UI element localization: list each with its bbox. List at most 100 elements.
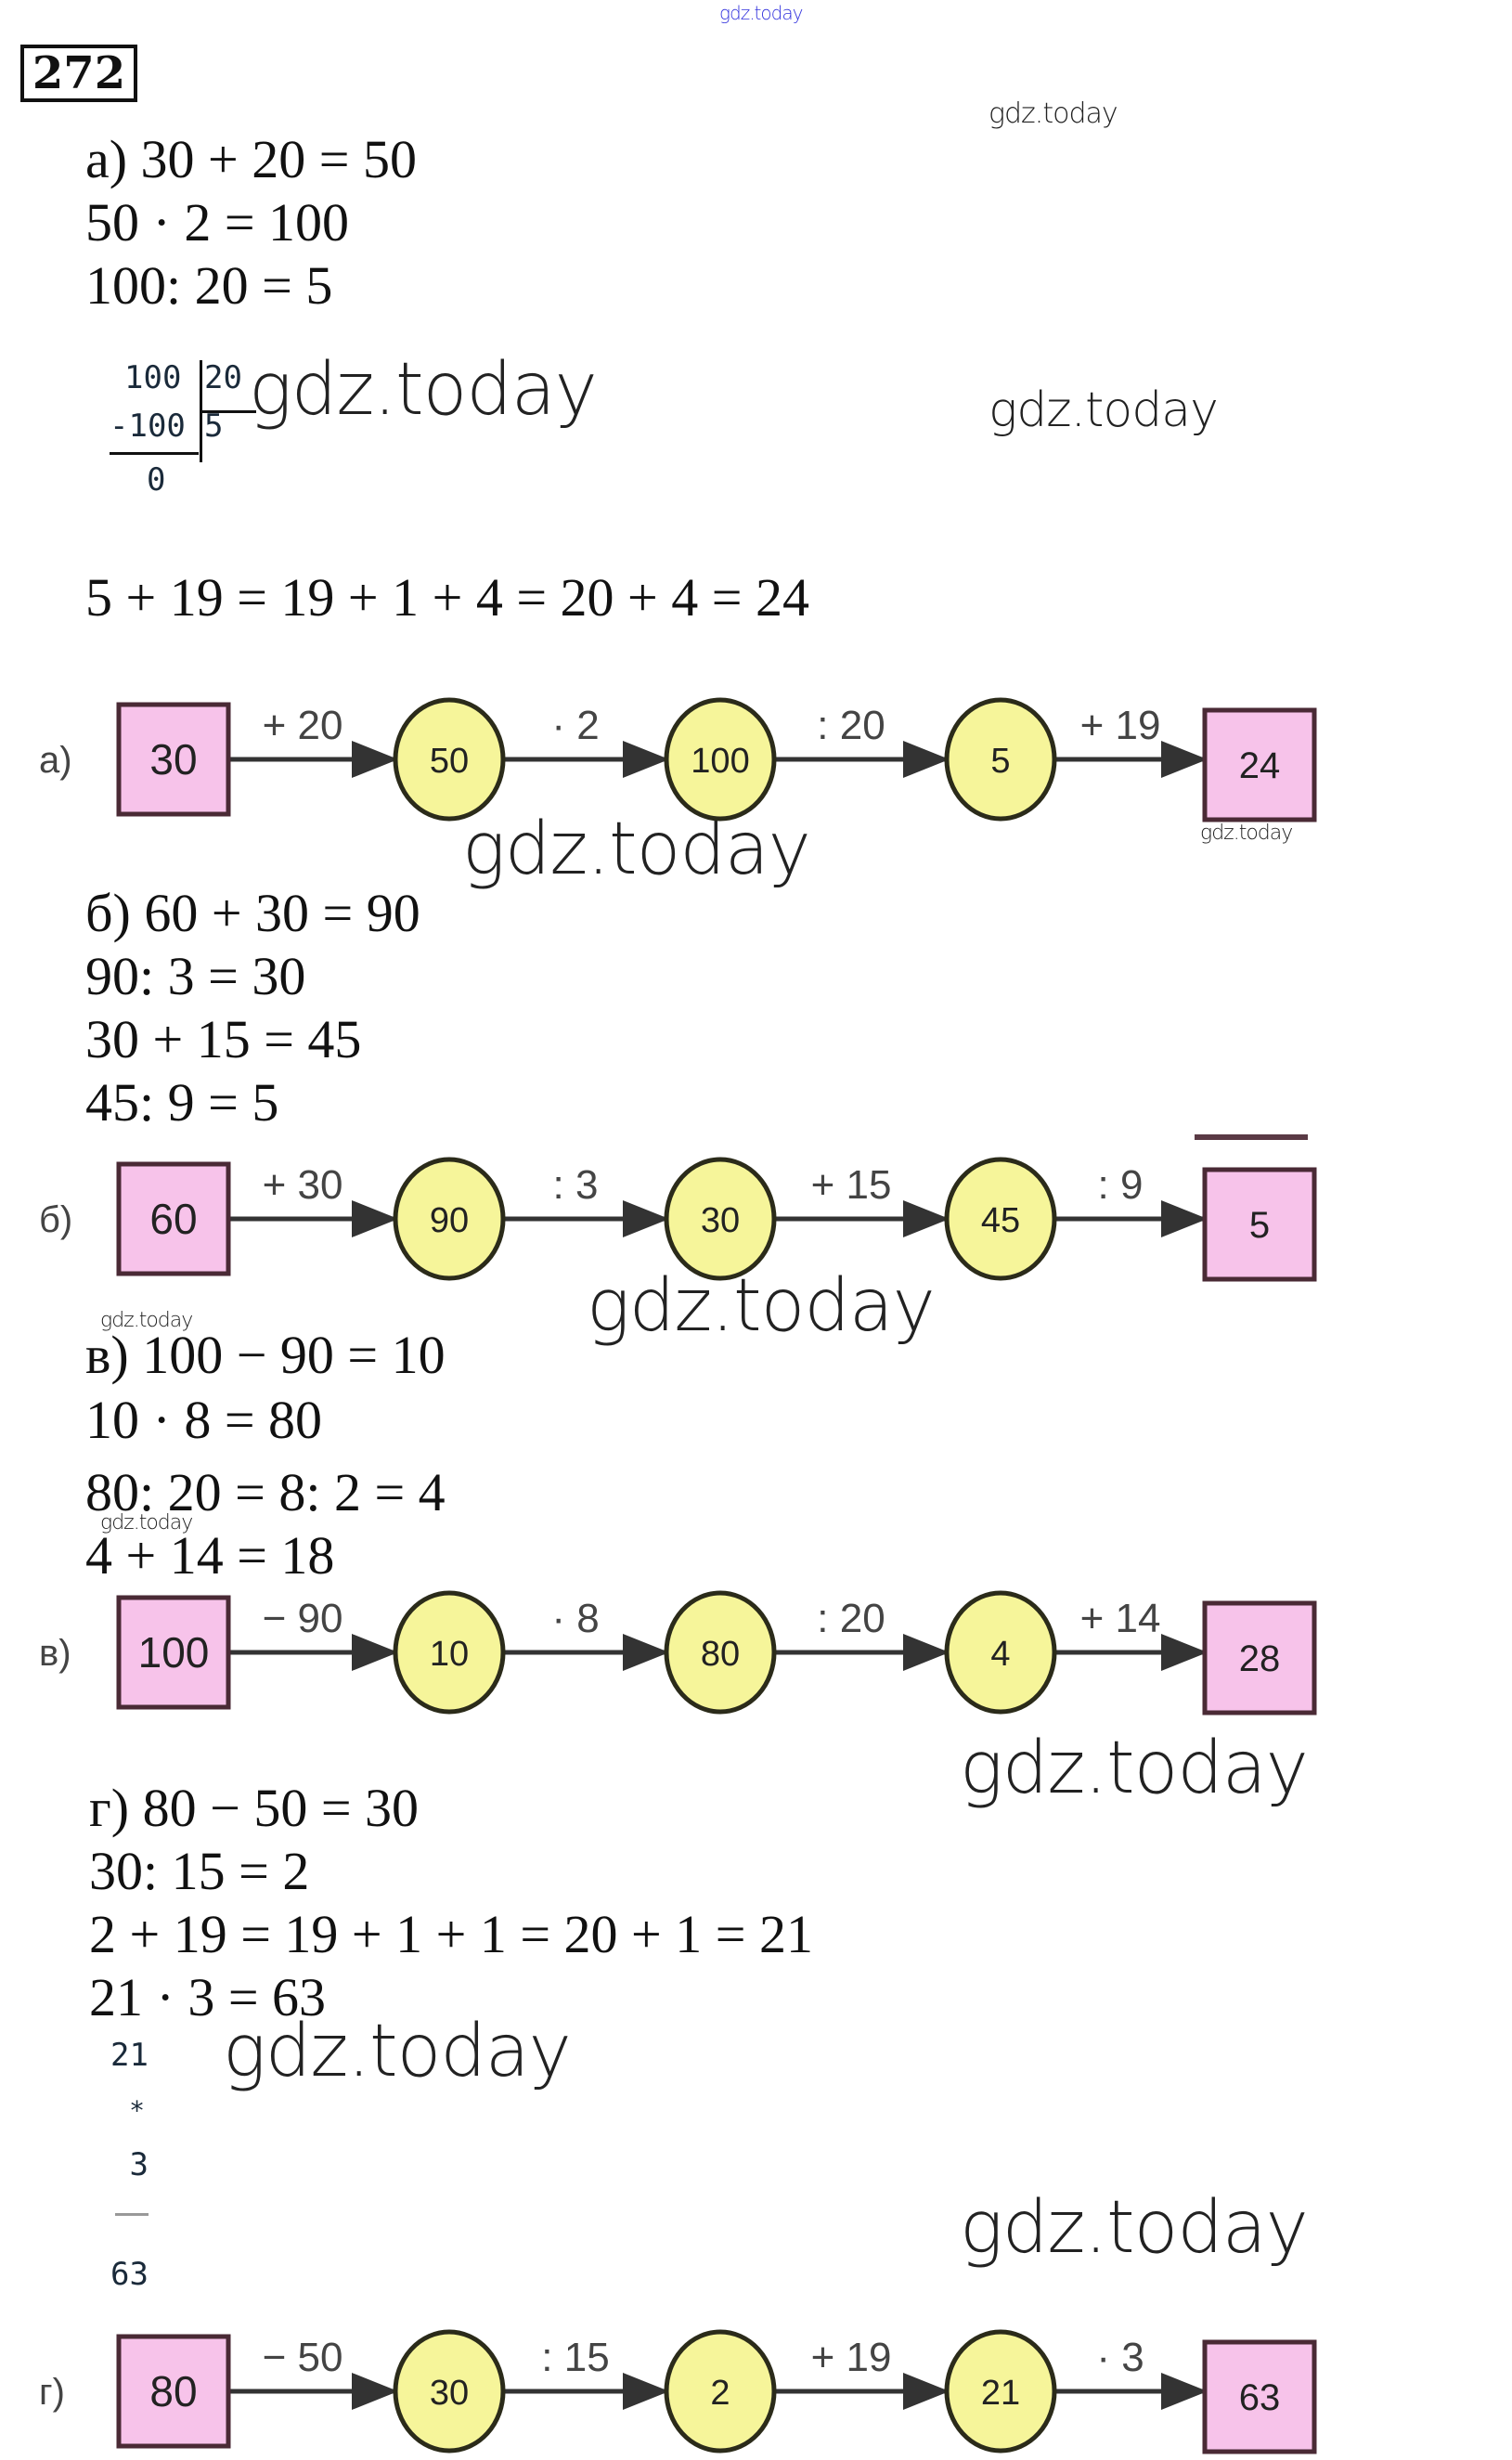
diagram-v: в) − 90 · 8 : 20 + 14 100 10 80 4 28 bbox=[0, 1580, 1374, 1728]
intermediate-circle bbox=[944, 1157, 1057, 1281]
intermediate-value: 5 bbox=[990, 742, 1010, 781]
watermark: gdz.today bbox=[462, 808, 811, 891]
watermark: gdz.today bbox=[960, 2186, 1309, 2270]
end-square bbox=[1202, 707, 1317, 822]
intermediate-value: 50 bbox=[430, 742, 469, 781]
diagram-label: в) bbox=[39, 1633, 71, 1674]
column-multiplication: 21 * 3 63 bbox=[84, 2038, 149, 2298]
operation-label: : 3 bbox=[553, 1162, 599, 1208]
division-quotient: 5 bbox=[204, 408, 224, 445]
equation-g-2: 30: 15 = 2 bbox=[89, 1841, 310, 1901]
intermediate-value: 21 bbox=[981, 2374, 1020, 2413]
equation-a-2: 50 · 2 = 100 bbox=[85, 192, 350, 252]
start-square bbox=[116, 1161, 231, 1276]
start-square bbox=[116, 1595, 231, 1710]
division-subtract: -100 bbox=[110, 408, 186, 445]
intermediate-circle bbox=[664, 1590, 777, 1715]
start-value: 60 bbox=[149, 1195, 197, 1243]
intermediate-value: 90 bbox=[430, 1201, 469, 1240]
watermark: gdz.today bbox=[100, 1511, 193, 1534]
intermediate-circle bbox=[393, 697, 506, 822]
operation-label: − 90 bbox=[263, 1596, 343, 1641]
mult-top: 21 bbox=[110, 2037, 149, 2074]
equation-g-4: 21 · 3 = 63 bbox=[89, 1967, 327, 2027]
operation-label: · 8 bbox=[551, 1596, 599, 1641]
equation-a-3: 100: 20 = 5 bbox=[85, 255, 333, 316]
equation-b-4: 45: 9 = 5 bbox=[85, 1072, 279, 1133]
operation-label: − 50 bbox=[263, 2335, 343, 2380]
start-value: 30 bbox=[149, 735, 197, 783]
equation-g-3: 2 + 19 = 19 + 1 + 1 = 20 + 1 = 21 bbox=[89, 1904, 813, 1964]
intermediate-value: 45 bbox=[981, 1201, 1020, 1240]
watermark: gdz.today bbox=[587, 1264, 936, 1348]
intermediate-circle bbox=[393, 2329, 506, 2454]
equation-a-4: 5 + 19 = 19 + 1 + 4 = 20 + 4 = 24 bbox=[85, 567, 809, 628]
watermark: gdz.today bbox=[960, 1727, 1309, 1810]
equation-b-3: 30 + 15 = 45 bbox=[85, 1009, 362, 1069]
diagram-label: г) bbox=[39, 2372, 65, 2413]
intermediate-circle bbox=[393, 1590, 506, 1715]
operation-label: + 14 bbox=[1080, 1596, 1161, 1641]
diagram-label: а) bbox=[39, 740, 72, 781]
operation-label: + 15 bbox=[811, 1162, 892, 1208]
watermark: gdz.today bbox=[100, 1309, 193, 1332]
watermark: gdz.today bbox=[989, 97, 1118, 130]
end-value: 5 bbox=[1249, 1205, 1270, 1246]
intermediate-value: 80 bbox=[701, 1635, 740, 1674]
operation-label: + 20 bbox=[263, 703, 343, 748]
mult-operator: * bbox=[129, 2095, 145, 2126]
operation-label: : 9 bbox=[1098, 1162, 1144, 1208]
watermark: gdz.today bbox=[249, 348, 598, 432]
equation-v-3: 80: 20 = 8: 2 = 4 bbox=[85, 1462, 446, 1522]
equation-v-4: 4 + 14 = 18 bbox=[85, 1525, 335, 1586]
intermediate-value: 30 bbox=[430, 2374, 469, 2413]
equation-v-2: 10 · 8 = 80 bbox=[85, 1390, 323, 1450]
watermark: gdz.today bbox=[989, 382, 1219, 438]
operation-label: + 30 bbox=[263, 1162, 343, 1208]
watermark: gdz.today bbox=[1200, 822, 1293, 845]
end-value: 28 bbox=[1239, 1638, 1281, 1679]
end-square bbox=[1202, 2339, 1317, 2454]
watermark-top: gdz.today bbox=[719, 2, 803, 24]
equation-g-1: г) 80 − 50 = 30 bbox=[89, 1778, 420, 1838]
division-bar-horizontal bbox=[200, 410, 256, 413]
equation-a-1: а) 30 + 20 = 50 bbox=[85, 129, 417, 189]
long-division: 100 20 -100 5 0 bbox=[102, 360, 260, 509]
operation-label: : 20 bbox=[817, 1596, 885, 1641]
intermediate-circle bbox=[393, 1157, 506, 1281]
division-underline bbox=[110, 452, 199, 455]
intermediate-circle bbox=[944, 1590, 1057, 1715]
equation-v-1: в) 100 − 90 = 10 bbox=[85, 1325, 446, 1385]
intermediate-value: 100 bbox=[691, 742, 749, 781]
operation-label: : 15 bbox=[541, 2335, 609, 2380]
task-number: 272 bbox=[20, 45, 137, 102]
intermediate-value: 30 bbox=[701, 1201, 740, 1240]
operation-label: + 19 bbox=[1080, 703, 1161, 748]
intermediate-circle bbox=[664, 2329, 777, 2454]
division-dividend: 100 bbox=[124, 359, 182, 396]
divider-mark bbox=[1195, 1134, 1308, 1140]
start-value: 80 bbox=[149, 2367, 197, 2415]
intermediate-value: 10 bbox=[430, 1635, 469, 1674]
watermark: gdz.today bbox=[223, 2010, 572, 2093]
start-square bbox=[116, 2334, 231, 2449]
start-value: 100 bbox=[138, 1628, 210, 1677]
end-value: 63 bbox=[1239, 2377, 1281, 2418]
division-divisor: 20 bbox=[204, 359, 242, 396]
operation-label: + 19 bbox=[811, 2335, 892, 2380]
mult-result: 63 bbox=[110, 2256, 149, 2293]
end-square bbox=[1202, 1600, 1317, 1716]
mult-line bbox=[115, 2213, 149, 2216]
intermediate-circle bbox=[944, 2329, 1057, 2454]
end-value: 24 bbox=[1239, 745, 1281, 786]
intermediate-circle bbox=[664, 697, 777, 822]
end-square bbox=[1202, 1167, 1317, 1282]
mult-bottom: 3 bbox=[129, 2146, 149, 2183]
equation-b-2: 90: 3 = 30 bbox=[85, 946, 306, 1006]
equation-b-1: б) 60 + 30 = 90 bbox=[85, 883, 420, 943]
intermediate-value: 4 bbox=[990, 1635, 1010, 1674]
intermediate-circle bbox=[944, 697, 1057, 822]
